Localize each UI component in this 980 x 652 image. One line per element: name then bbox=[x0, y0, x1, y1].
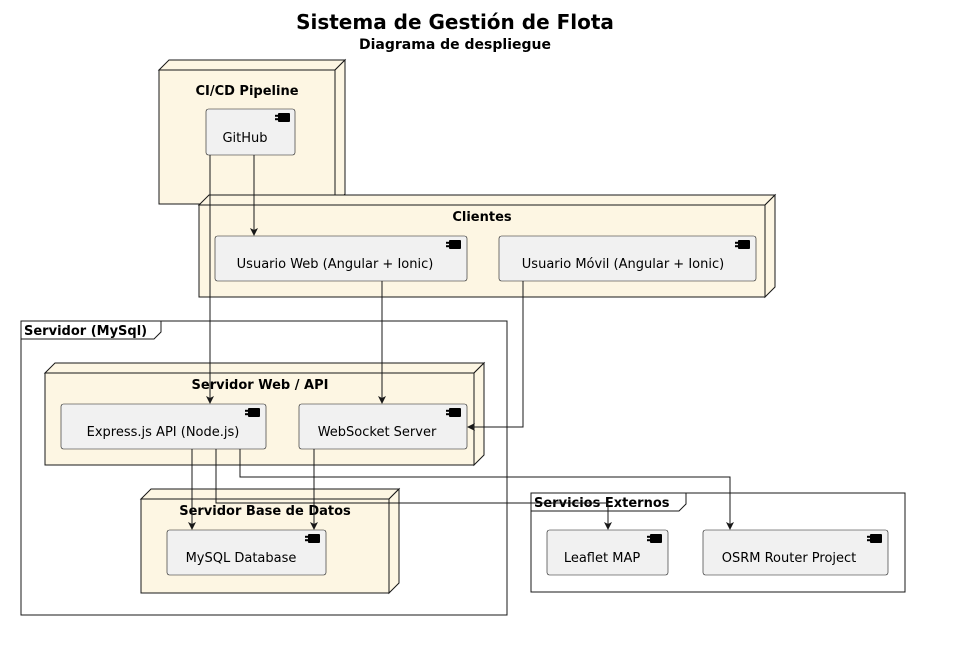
component-usuario-movil-label: Usuario Móvil (Angular + Ionic) bbox=[522, 257, 724, 272]
node-web-api-title: Servidor Web / API bbox=[192, 378, 329, 393]
frame-servidor: Servidor (MySql) bbox=[20, 320, 508, 616]
component-usuario-web-label: Usuario Web (Angular + Ionic) bbox=[237, 257, 434, 272]
edge-express-mysql bbox=[188, 449, 196, 530]
component-usuario-web[interactable]: Usuario Web (Angular + Ionic) bbox=[214, 235, 468, 282]
component-mysql-label: MySQL Database bbox=[186, 551, 297, 566]
component-github-label: GitHub bbox=[222, 131, 267, 146]
component-github[interactable]: GitHub bbox=[205, 108, 296, 156]
frame-servidor-label: Servidor (MySql) bbox=[24, 324, 147, 339]
edge-express-osrm bbox=[239, 449, 734, 530]
component-websocket[interactable]: WebSocket Server bbox=[298, 403, 468, 450]
component-leaflet[interactable]: Leaflet MAP bbox=[546, 529, 669, 576]
diagram-title: Sistema de Gestión de Flota bbox=[296, 10, 614, 34]
component-osrm[interactable]: OSRM Router Project bbox=[702, 529, 889, 576]
component-leaflet-label: Leaflet MAP bbox=[564, 551, 641, 566]
component-osrm-label: OSRM Router Project bbox=[722, 551, 857, 566]
edge-github-usuario-web bbox=[250, 155, 258, 236]
edge-github-express-api bbox=[206, 155, 214, 404]
node-clientes-title: Clientes bbox=[452, 210, 512, 225]
component-express-api-label: Express.js API (Node.js) bbox=[87, 425, 240, 440]
component-express-api[interactable]: Express.js API (Node.js) bbox=[60, 403, 267, 450]
component-mysql[interactable]: MySQL Database bbox=[166, 529, 327, 576]
edge-usuario-web-websocket bbox=[378, 281, 386, 404]
component-websocket-label: WebSocket Server bbox=[318, 425, 437, 440]
component-usuario-movil[interactable]: Usuario Móvil (Angular + Ionic) bbox=[498, 235, 757, 282]
edge-websocket-mysql bbox=[310, 449, 318, 530]
node-base-datos-title: Servidor Base de Datos bbox=[179, 504, 351, 519]
edge-usuario-movil-websocket bbox=[467, 281, 524, 431]
edge-express-leaflet bbox=[215, 449, 612, 530]
diagram-subtitle: Diagrama de despliegue bbox=[359, 37, 551, 53]
node-cicd-title: CI/CD Pipeline bbox=[195, 84, 298, 99]
